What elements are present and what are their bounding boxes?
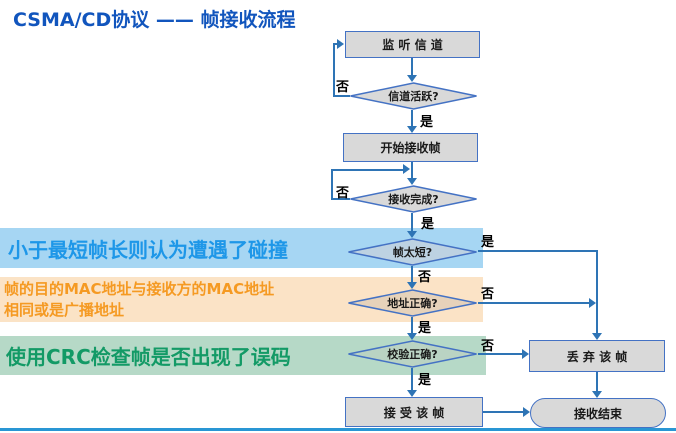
arrow-down-icon: [407, 282, 417, 289]
branch-label-yes-short: 是: [481, 235, 495, 250]
node-start-receive: 开始接收帧: [343, 133, 478, 162]
connector-line: [478, 302, 590, 304]
branch-label-no-receive: 否: [336, 186, 350, 201]
diamond-shape: [348, 340, 477, 368]
arrow-right-icon: [522, 349, 529, 359]
connector-line: [333, 95, 350, 97]
connector-line: [411, 317, 413, 334]
node-discard-frame: 丢 弃 该 帧: [529, 340, 665, 372]
decision-label: 校验正确?: [387, 348, 438, 361]
arrow-down-icon: [592, 391, 602, 398]
connector-line: [411, 266, 413, 283]
annotation-mac-line2: 相同或是广播地址: [4, 300, 125, 319]
annotation-mac-line1: 帧的目的MAC地址与接收方的MAC地址: [4, 279, 275, 298]
diamond-shape: [350, 82, 477, 110]
connector-line: [331, 198, 350, 200]
annotation-collision-text: 小于最短帧长则认为遭遇了碰撞: [8, 237, 288, 262]
branch-label-no-address: 否: [481, 287, 495, 302]
decision-label: 地址正确?: [387, 297, 438, 310]
decision-label: 信道活跃?: [388, 90, 439, 103]
decision-checksum-correct: 校验正确?: [347, 340, 478, 368]
connector-line: [411, 110, 413, 128]
bottom-divider: [0, 428, 676, 431]
arrow-down-icon: [592, 333, 602, 340]
branch-label-yes-channel: 是: [420, 115, 434, 130]
connector-line: [411, 368, 413, 391]
connector-line: [333, 43, 335, 97]
branch-label-yes-address: 是: [418, 321, 432, 336]
branch-label-yes-checksum: 是: [418, 373, 432, 388]
arrow-right-icon: [589, 298, 596, 308]
arrow-down-icon: [407, 75, 417, 82]
connector-line: [333, 43, 338, 45]
branch-label-no-checksum: 否: [481, 339, 495, 354]
connector-line: [483, 411, 524, 413]
arrow-right-icon: [403, 164, 410, 174]
decision-label: 接收完成?: [388, 193, 439, 206]
arrow-down-icon: [407, 333, 417, 340]
diamond-shape: [348, 238, 477, 266]
decision-channel-active: 信道活跃?: [349, 82, 478, 110]
branch-label-no-channel: 否: [336, 80, 350, 95]
arrow-down-icon: [407, 126, 417, 133]
connector-line: [331, 169, 404, 171]
arrow-right-icon: [523, 407, 530, 417]
diamond-shape: [348, 289, 477, 317]
connector-line: [331, 169, 333, 200]
branch-label-yes-receive: 是: [421, 217, 435, 232]
decision-frame-too-short: 帧太短?: [347, 238, 478, 266]
connector-line: [596, 372, 598, 392]
arrow-down-icon: [407, 390, 417, 397]
connector-line: [411, 213, 413, 232]
decision-receive-done: 接收完成?: [349, 185, 478, 213]
arrow-down-icon: [407, 178, 417, 185]
connector-line: [478, 250, 598, 252]
connector-line: [411, 162, 413, 179]
branch-label-no-short: 否: [418, 270, 432, 285]
arrow-down-icon: [407, 231, 417, 238]
connector-line: [478, 353, 523, 355]
decision-address-correct: 地址正确?: [347, 289, 478, 317]
diamond-shape: [350, 185, 477, 213]
node-listen-channel: 监 听 信 道: [345, 31, 480, 58]
connector-line: [411, 58, 413, 77]
connector-line: [596, 250, 598, 334]
node-accept-frame: 接 受 该 帧: [345, 397, 483, 427]
annotation-crc-text: 使用CRC检查帧是否出现了误码: [6, 345, 291, 369]
node-receive-end: 接收结束: [530, 398, 666, 428]
arrow-right-icon: [337, 39, 344, 49]
decision-label: 帧太短?: [392, 246, 433, 259]
page-title: CSMA/CD协议 —— 帧接收流程: [13, 9, 296, 31]
